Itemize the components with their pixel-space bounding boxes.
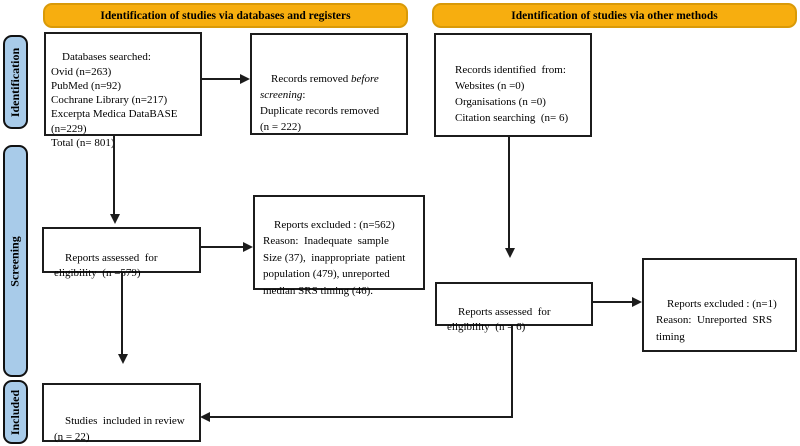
arrow-assessed-other-to-excluded-head [632,297,642,307]
box-records-removed-line3: Duplicate records removed [260,105,380,117]
arrow-assessed-db-to-excluded-line [201,246,244,248]
arrow-databases-to-removed-head [240,74,250,84]
box-reports-assessed-databases-text: Reports assessed for eligibility (n =579… [54,252,158,279]
connector-other-to-included-head [200,412,210,422]
box-records-identified-text: Records identified from: Websites (n =0)… [455,64,569,124]
box-reports-excluded-screening-text: Reports excluded : (n=562) Reason: Inade… [263,218,406,297]
arrow-databases-to-removed-line [202,78,242,80]
box-records-removed-italic1: before [351,73,379,85]
arrow-identified-down-line [508,137,510,249]
connector-other-to-included-hline [209,416,513,418]
box-databases-searched: Databases searched: Ovid (n=263) PubMed … [44,32,202,149]
stage-label-identification-text: Identification [8,47,22,117]
stage-label-screening: Screening [3,145,28,377]
box-reports-excluded-screening: Reports excluded : (n=562) Reason: Inade… [253,195,425,297]
arrow-assessed-db-down-head [118,354,128,364]
stage-label-screening-text: Screening [8,235,23,287]
box-records-removed-italic2: screening [260,89,303,101]
arrow-assessed-db-down-line [121,273,123,355]
stage-label-included-text: Included [8,389,23,435]
stage-label-identification: Identification [3,35,28,129]
header-databases-registers-label: Identification of studies via databases … [100,9,351,22]
box-databases-searched-text: Databases searched: Ovid (n=263) PubMed … [51,51,178,150]
box-reports-assessed-other-text: Reports assessed for eligibility (n = 6) [447,306,551,333]
stage-label-included: Included [3,380,28,444]
header-databases-registers: Identification of studies via databases … [43,3,408,28]
arrow-assessed-other-to-excluded-line [593,301,633,303]
box-studies-included-text: Studies included in review (n = 22) [54,415,185,443]
box-records-identified: Records identified from: Websites (n =0)… [434,33,592,137]
box-reports-assessed-other: Reports assessed for eligibility (n = 6) [435,282,593,333]
arrow-databases-down-head [110,214,120,224]
header-other-methods-label: Identification of studies via other meth… [511,9,718,22]
box-reports-assessed-databases: Reports assessed for eligibility (n =579… [42,227,201,279]
header-other-methods: Identification of studies via other meth… [432,3,797,28]
box-studies-included: Studies included in review (n = 22) [42,383,201,443]
box-records-removed-line4: (n = 222) [260,121,302,133]
arrow-assessed-db-to-excluded-head [243,242,253,252]
box-records-removed-colon: : [302,89,306,101]
box-reports-excluded-other: Reports excluded : (n=1) Reason: Unrepor… [642,258,797,352]
box-records-removed: Records removed before screening: Duplic… [250,33,408,135]
arrow-databases-down-line [113,136,115,215]
arrow-identified-down-head [505,248,515,258]
connector-other-to-included-vline [511,326,513,418]
box-reports-excluded-other-text: Reports excluded : (n=1) Reason: Unrepor… [656,297,777,343]
box-records-removed-line1: Records removed [271,73,352,85]
